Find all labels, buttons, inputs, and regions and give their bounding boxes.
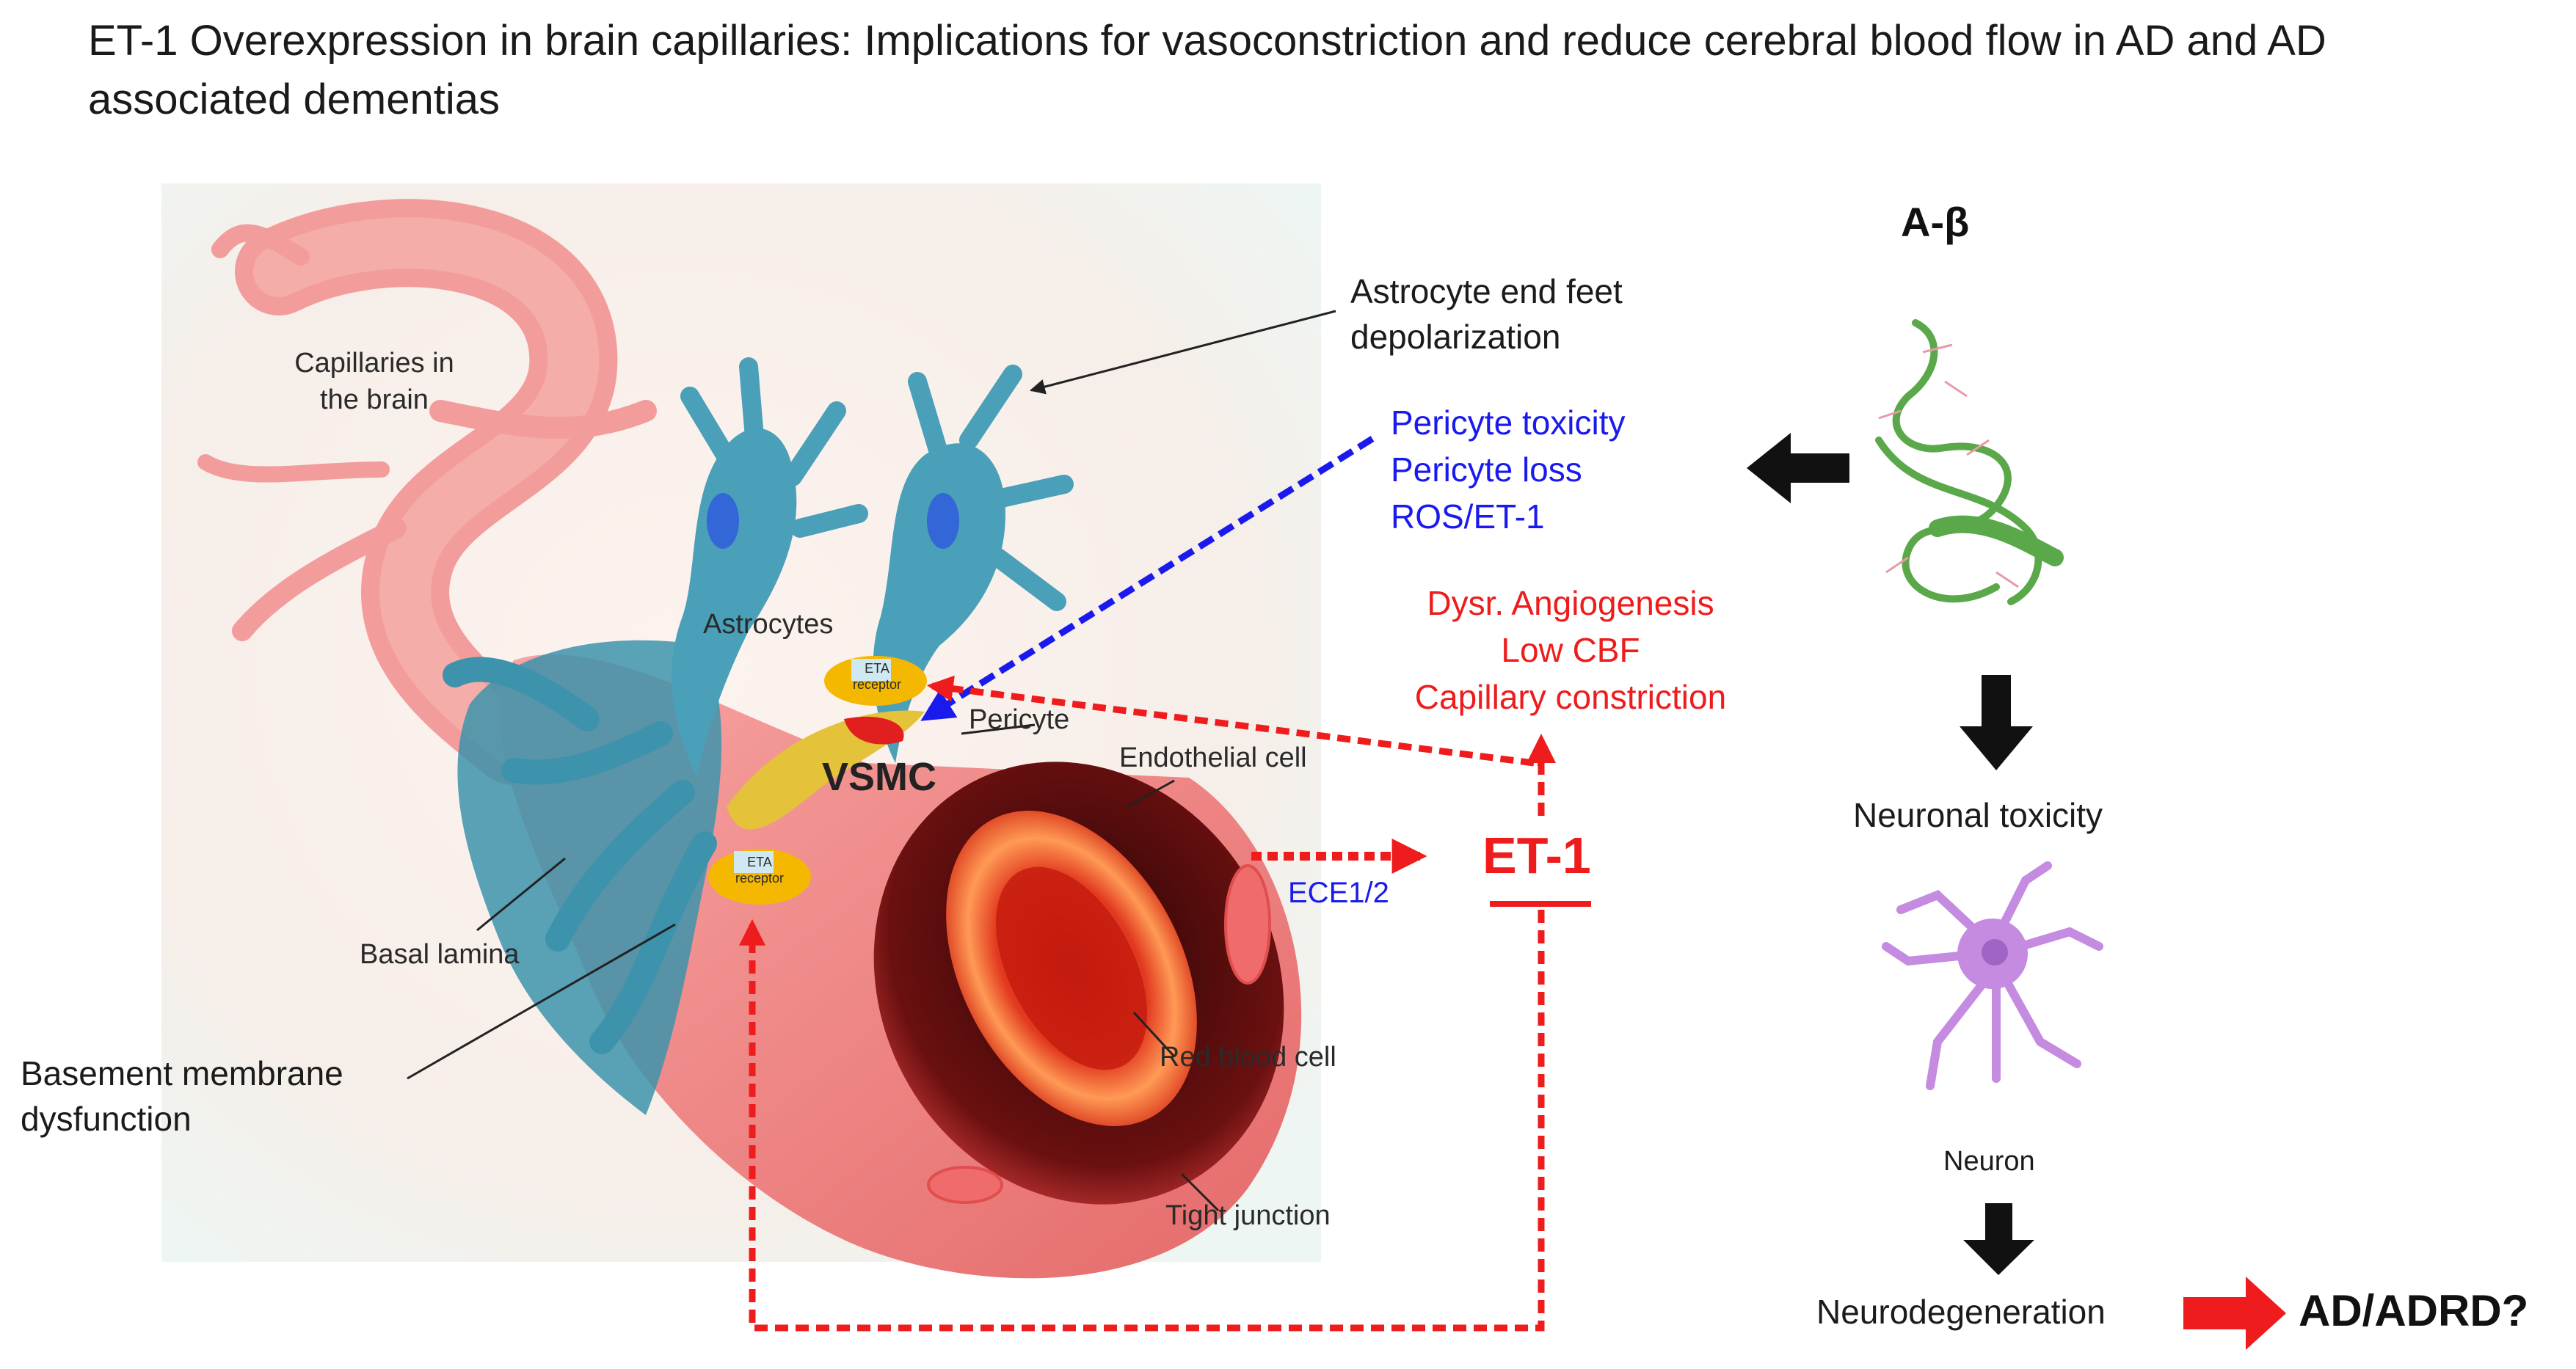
label-basal-lamina: Basal lamina (360, 939, 520, 970)
endothelial-nucleus (1224, 864, 1271, 985)
eta-receptor-top-tag (851, 659, 891, 681)
label-red-blood-cell: Red blood cell (1160, 1042, 1336, 1073)
label-capillaries-brain: Capillaries in the brain (294, 348, 454, 415)
label-vsmc: VSMC (822, 755, 937, 799)
pericyte-effect-item: ROS/ET-1 (1391, 497, 1545, 536)
neuron-nucleus (1982, 939, 2008, 965)
label-astrocytes: Astrocytes (703, 609, 834, 640)
vascular-effect-item: Dysr. Angiogenesis (1427, 584, 1714, 622)
label-tight-junction: Tight junction (1165, 1200, 1331, 1231)
rbc-center (996, 866, 1147, 1070)
pericyte-effects: Pericyte toxicity Pericyte loss ROS/ET-1 (1391, 399, 1626, 540)
et1-up-arrowhead (1527, 734, 1556, 763)
neuron-cell (1882, 861, 2103, 1090)
abeta-down-arrow (1960, 675, 2033, 770)
endothelial-nucleus-2 (927, 1166, 1003, 1204)
label-neuron: Neuron (1943, 1146, 2035, 1177)
astrocyte-cells (443, 357, 1074, 1054)
label-et1: ET-1 (1482, 827, 1591, 884)
neuron-down-arrow (1963, 1203, 2034, 1275)
pericyte-toxicity-arrow (920, 436, 1375, 721)
label-eta-receptor-bottom: ETA receptor (735, 855, 785, 886)
pericyte-nucleus (844, 716, 904, 745)
abeta-structure (1875, 319, 2064, 605)
abeta-sidechains (1878, 343, 2019, 588)
vascular-effects: Dysr. Angiogenesis Low CBF Capillary con… (1380, 580, 1761, 720)
label-outcome: AD/ADRD? (2299, 1286, 2529, 1335)
label-pericyte: Pericyte (969, 704, 1070, 735)
label-endothelial-cell: Endothelial cell (1119, 742, 1307, 773)
pericyte-effect-item: Pericyte toxicity (1391, 404, 1626, 442)
abeta-left-arrow (1747, 433, 1849, 503)
pericyte-effect-item: Pericyte loss (1391, 450, 1582, 489)
label-ece: ECE1/2 (1288, 877, 1389, 909)
label-astrocyte-end-feet: Astrocyte end feet depolarization (1350, 272, 1623, 356)
label-eta-receptor-top: ETA receptor (852, 661, 902, 692)
label-basement-membrane: Basement membrane dysfunction (21, 1054, 343, 1138)
vascular-effect-item: Low CBF (1501, 631, 1640, 669)
brain-capillary (197, 199, 657, 785)
label-abeta: A-β (1901, 199, 1970, 245)
outcome-arrow (2183, 1277, 2286, 1350)
label-neuronal-toxicity: Neuronal toxicity (1853, 796, 2103, 834)
figure-title: ET-1 Overexpression in brain capillaries… (88, 17, 2326, 123)
pointer-lines (407, 310, 1336, 1212)
vascular-effect-item: Capillary constriction (1414, 678, 1727, 716)
label-neurodegeneration: Neurodegeneration (1816, 1293, 2106, 1331)
eta-receptor-bottom-tag (734, 851, 774, 873)
